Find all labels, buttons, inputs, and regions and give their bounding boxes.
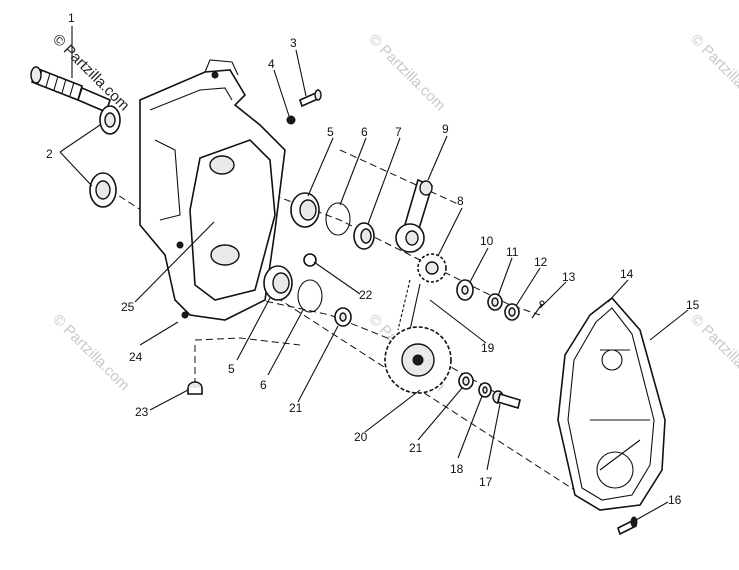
lock-washer-part xyxy=(487,293,503,311)
callout-1: 1 xyxy=(68,11,75,25)
washer-part xyxy=(456,279,474,301)
chaincase-housing xyxy=(139,59,286,321)
chain-part xyxy=(397,279,421,331)
callout-17: 17 xyxy=(479,475,493,489)
callout-20: 20 xyxy=(354,430,368,444)
sprocket-bolt-part xyxy=(492,390,521,410)
drain-plug-part xyxy=(187,381,203,395)
callout-6: 6 xyxy=(260,378,267,392)
upper-sprocket-part xyxy=(417,253,447,283)
callout-16: 16 xyxy=(668,493,682,507)
watermark: © Partzilla.com xyxy=(365,31,448,114)
flat-washer-part xyxy=(478,382,492,398)
callout-5: 5 xyxy=(327,125,334,139)
seal-part xyxy=(89,105,121,208)
callout-19: 19 xyxy=(481,341,495,355)
callout-23: 23 xyxy=(135,405,149,419)
callout-11: 11 xyxy=(506,245,519,259)
callout-3: 3 xyxy=(290,36,297,50)
oil-seal-part xyxy=(353,222,375,250)
plug-part xyxy=(303,253,317,267)
watermark: © Partzilla.com xyxy=(49,311,132,394)
callout-14: 14 xyxy=(620,267,634,281)
callout-12: 12 xyxy=(534,255,548,269)
bearing-part xyxy=(263,192,320,301)
watermark: © Partzilla.com xyxy=(687,31,739,114)
callout-25: 25 xyxy=(121,300,135,314)
callout-8: 8 xyxy=(457,194,464,208)
callout-21: 21 xyxy=(409,441,423,455)
callout-numbers: 1 2 3 4 5 6 7 9 8 10 11 12 13 14 15 16 1… xyxy=(46,11,700,507)
callout-5: 5 xyxy=(228,362,235,376)
callout-24: 24 xyxy=(129,350,143,364)
castle-nut-part xyxy=(504,303,520,321)
callout-9: 9 xyxy=(442,122,449,136)
watermark: © Partzilla.com xyxy=(687,311,739,394)
bolt-part xyxy=(299,89,322,108)
callout-2: 2 xyxy=(46,147,53,161)
o-ring-part xyxy=(297,202,351,313)
leader-lines xyxy=(59,26,689,521)
nut-part xyxy=(286,115,296,125)
chaincase-cover-part xyxy=(557,296,666,511)
tensioner-arm-part xyxy=(395,178,433,253)
spacer-washer-part xyxy=(334,307,474,390)
callout-21: 21 xyxy=(289,401,303,415)
callout-10: 10 xyxy=(480,234,494,248)
lower-sprocket-part xyxy=(384,326,452,394)
cotter-pin-part xyxy=(531,300,545,319)
callout-13: 13 xyxy=(562,270,576,284)
callout-18: 18 xyxy=(450,462,464,476)
callout-15: 15 xyxy=(686,298,700,312)
callout-22: 22 xyxy=(359,288,373,302)
callout-7: 7 xyxy=(395,125,402,139)
callout-6: 6 xyxy=(361,125,368,139)
callout-4: 4 xyxy=(268,57,275,71)
cover-screw-part xyxy=(617,516,638,536)
